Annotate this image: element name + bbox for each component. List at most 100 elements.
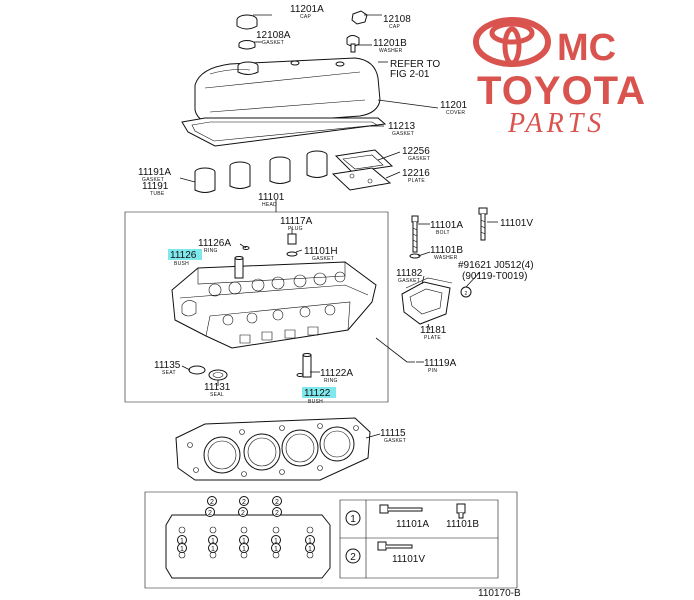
label-11181-num: 11181 [420, 325, 447, 336]
label-12256-num: 12256 [402, 146, 430, 157]
label-12256-sub: GASKET [408, 156, 430, 162]
highlight-11126 [168, 249, 202, 260]
label-11213-sub: GASKET [392, 131, 414, 137]
legend-key-1: 1 [350, 514, 356, 525]
rear-plate-gasket [331, 149, 394, 191]
mark-1-g: 1 [211, 546, 215, 553]
label-11201-sub: COVER [446, 110, 465, 116]
label-11191A-num: 11191A [138, 167, 171, 178]
label-11122A-sub: RING [324, 378, 338, 384]
diagram-code: 110170-B [478, 588, 521, 599]
mark-1-f: 1 [180, 546, 184, 553]
label-11119A-sub: PIN [428, 368, 437, 374]
label-11101H-sub: GASKET [312, 256, 334, 262]
label-11182-sub: GASKET [398, 278, 420, 284]
leader-lines [179, 14, 498, 439]
legend-bolt-11101A [379, 504, 423, 514]
label-11182-num: 11182 [396, 268, 423, 279]
bolt-11101V [478, 207, 488, 241]
spark-plug-tubes [194, 150, 328, 193]
plug-11117A [286, 233, 298, 257]
label-11117A-num: 11117A [280, 216, 313, 227]
label-12108-num: 12108 [383, 14, 411, 25]
seat-seal [188, 365, 228, 381]
label-11201A-sub: CAP [300, 14, 312, 20]
label-12216-sub: PLATE [408, 178, 425, 184]
mark-1-h: 1 [242, 546, 246, 553]
toyota-emblem-icon [473, 17, 551, 67]
label-11101-num: 11101 [258, 192, 285, 203]
sequence-marks-1: 1 1 1 1 1 1 1 1 1 1 [177, 535, 315, 553]
label-11135-num: 11135 [154, 360, 181, 371]
label-11126A-num: 11126A [198, 238, 231, 249]
label-11126-num: 11126 [170, 250, 197, 261]
refer-line-1: REFER TO [390, 59, 440, 70]
label-11101A-sub: BOLT [436, 230, 450, 236]
label-11101B-sub: WASHER [434, 255, 458, 261]
legend-keys: 1 2 2 [345, 291, 467, 564]
label-11101H-num: 11101H [304, 246, 338, 257]
legend-row1-a: 11101A [396, 519, 429, 530]
refer-line-2: FIG 2-01 [390, 69, 430, 80]
mark-1-i: 1 [274, 546, 278, 553]
legend-bolt-11101V [377, 541, 413, 551]
oil-filler-cap [236, 14, 258, 50]
highlight-11122 [302, 387, 336, 398]
cap-nut [346, 10, 368, 53]
label-11126A-sub: RING [204, 248, 218, 254]
legend-bolt-11101B [456, 503, 466, 519]
mark-1-j: 1 [308, 546, 312, 553]
legend-key-2: 2 [350, 552, 356, 563]
cylinder-head-cover [194, 57, 381, 127]
label-11122-num: 11122 [304, 388, 331, 399]
mark-2-f: 2 [275, 510, 279, 517]
brand-logo: MC TOYOTA PARTS [473, 17, 646, 139]
label-12108-sub: CAP [389, 24, 401, 30]
part-labels: 11201A CAP 12108 CAP 12108A GASKET 11201… [138, 4, 534, 444]
label-11201B-sub: WASHER [379, 48, 403, 54]
label-11117A-sub: PLUG [288, 226, 303, 232]
label-11131-num: 11131 [204, 382, 231, 393]
bolt-11101A [411, 215, 419, 253]
bush-11122 [296, 353, 312, 378]
mark-2-d: 2 [208, 510, 212, 517]
label-11126-sub: BUSH [174, 261, 189, 267]
mark-1-e: 1 [308, 538, 312, 545]
mark-1-c: 1 [242, 538, 246, 545]
brand-line-1: MC [557, 27, 616, 69]
plate-11181 [401, 277, 453, 325]
brand-line-2: TOYOTA [477, 69, 646, 113]
label-11181-sub: PLATE [424, 335, 441, 341]
mark-1-a: 1 [180, 538, 184, 545]
label-11101V-num: 11101V [500, 218, 533, 229]
label-11122A-num: 11122A [320, 368, 353, 379]
label-11131-sub: SEAL [210, 392, 224, 398]
label-11201B-num: 11201B [373, 38, 407, 49]
label-11115-num: 11115 [380, 428, 406, 439]
label-12108A-sub: GASKET [262, 40, 284, 46]
label-11119A-num: 11119A [424, 358, 457, 369]
label-11135-sub: SEAT [162, 370, 176, 376]
washer-11101B [409, 253, 421, 259]
mark-2-a: 2 [210, 499, 214, 506]
brand-line-3: PARTS [507, 108, 605, 139]
label-12108A-num: 12108A [256, 30, 291, 41]
cylinder-head [171, 261, 377, 349]
label-11191-num: 11191 [142, 181, 169, 192]
mark-1-b: 1 [211, 538, 215, 545]
legend-row1-b: 11101B [446, 519, 479, 530]
label-11201A-num: 11201A [290, 4, 324, 15]
label-11213-num: 11213 [388, 121, 416, 132]
label-11101A-num: 11101A [430, 220, 463, 231]
label-11101B-num: 11101B [430, 245, 463, 256]
mark-1-d: 1 [274, 538, 278, 545]
mark-2-c: 2 [275, 499, 279, 506]
head-group-frame [124, 211, 389, 403]
mark-2-e: 2 [241, 510, 245, 517]
label-12216-num: 12216 [402, 168, 430, 179]
sequence-marks-2: 2 2 2 2 2 2 [205, 496, 282, 517]
plate-bolt-mark: 2 [464, 291, 467, 297]
label-11191-sub: TUBE [150, 191, 165, 197]
